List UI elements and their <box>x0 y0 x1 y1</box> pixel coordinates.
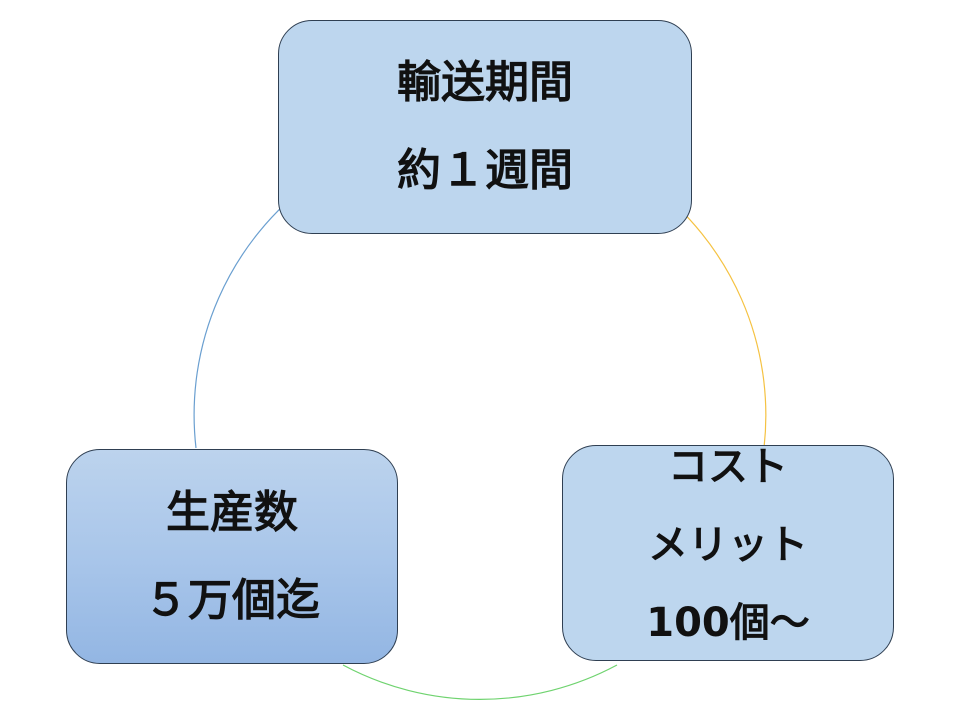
node-production-line-2: ５万個迄 <box>144 574 320 626</box>
node-cost-merit: コスト メリット 100個～ <box>562 444 894 661</box>
node-transport-line-1: 輸送期間 <box>397 57 573 108</box>
node-transport-period: 輸送期間 約１週間 <box>278 20 692 234</box>
node-cost-line-2: メリット <box>648 522 808 568</box>
node-production-line-1: 生産数 <box>166 486 298 538</box>
node-transport-line-2: 約１週間 <box>397 145 573 196</box>
arc-cost-to-production <box>342 664 618 700</box>
node-cost-line-1: コスト <box>668 444 788 490</box>
node-production-volume: 生産数 ５万個迄 <box>66 449 398 664</box>
node-cost-line-3: 100個～ <box>646 600 810 646</box>
